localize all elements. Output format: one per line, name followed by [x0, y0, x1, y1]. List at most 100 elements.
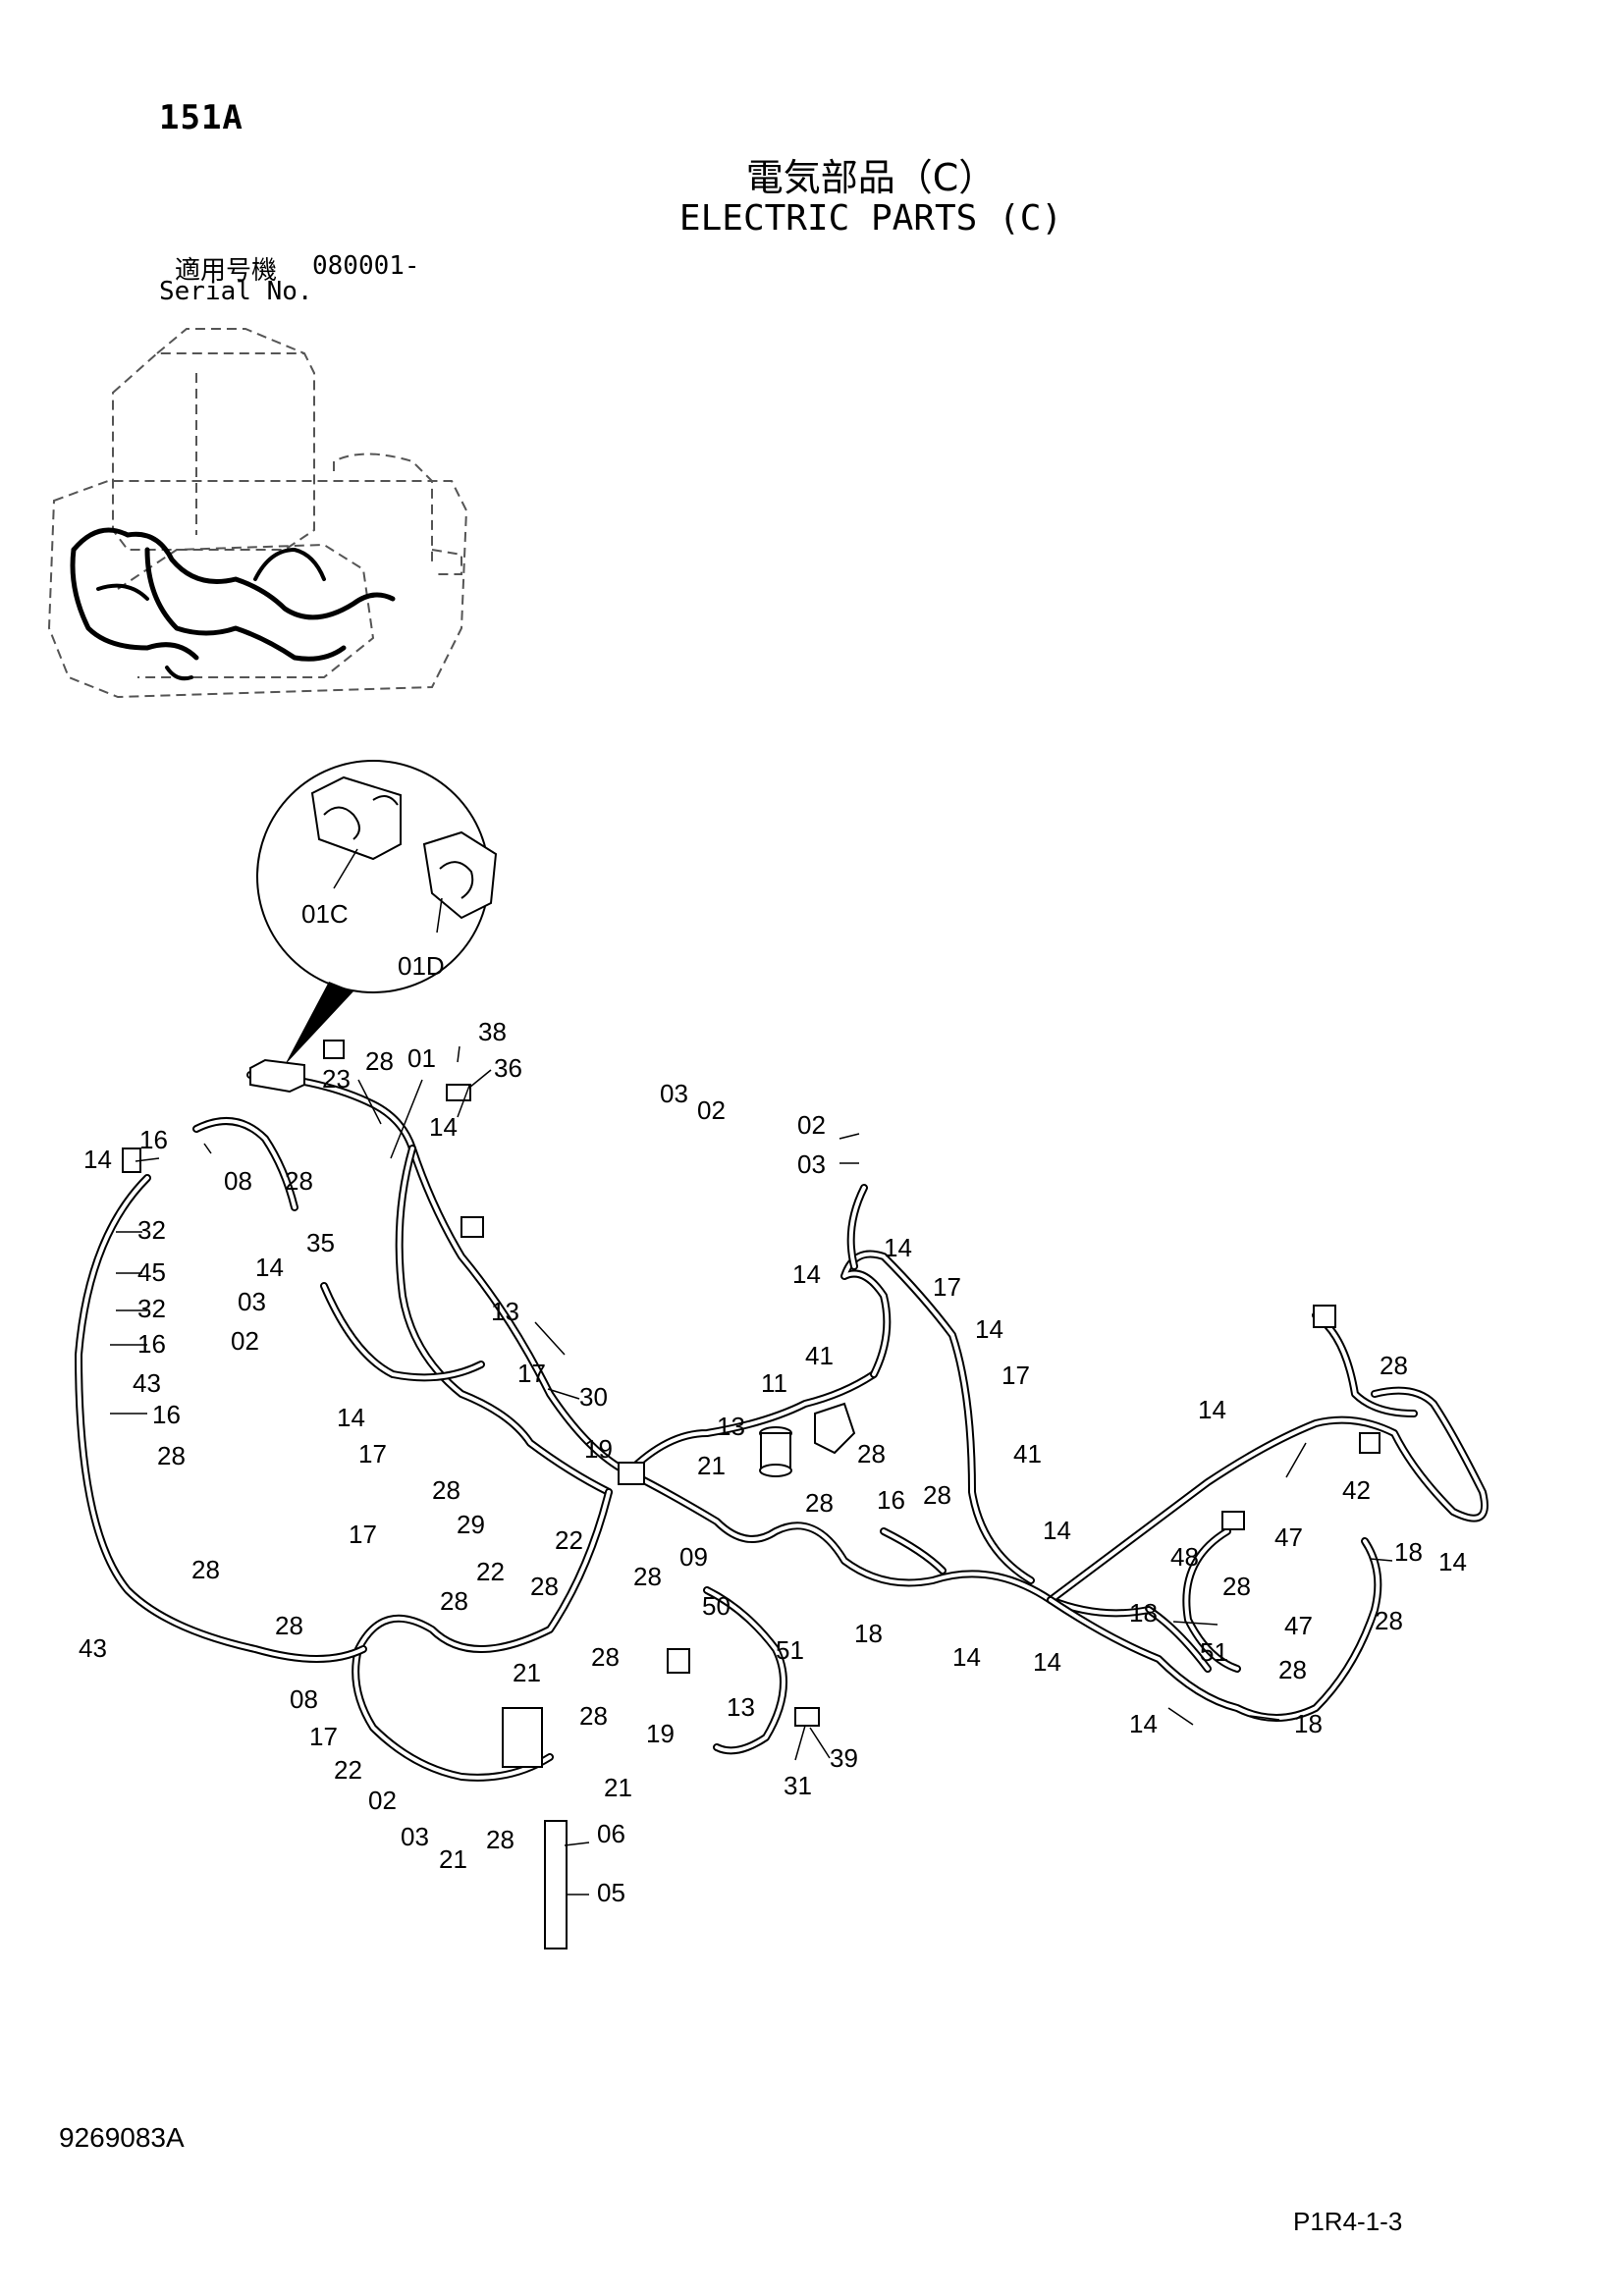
callout-18: 18 — [854, 1619, 883, 1648]
title-japanese: 電気部品（C） — [745, 156, 997, 199]
callout-14: 14 — [255, 1253, 284, 1282]
callout-43: 43 — [133, 1368, 161, 1398]
callout-28: 28 — [432, 1475, 460, 1505]
callout-14: 14 — [1033, 1647, 1061, 1677]
callout-28: 28 — [923, 1480, 951, 1510]
callout-43: 43 — [79, 1633, 107, 1663]
callouts: 01 23 28 38 36 03 02 02 03 14 16 08 28 1… — [79, 1017, 1467, 1907]
callout-28: 28 — [365, 1046, 394, 1076]
callout-17: 17 — [358, 1439, 387, 1468]
callout-23: 23 — [322, 1064, 351, 1094]
callout-03: 03 — [401, 1822, 429, 1851]
callout-50: 50 — [702, 1591, 731, 1621]
serial-label-japanese: 適用号機 — [175, 256, 278, 286]
detail-magnifier — [256, 760, 498, 1065]
callout-17: 17 — [517, 1359, 546, 1388]
drawing-number: 9269083A — [59, 2122, 185, 2153]
title-english: ELECTRIC PARTS (C) — [678, 198, 1063, 239]
callout-11: 11 — [761, 1368, 787, 1398]
callout-47: 47 — [1284, 1611, 1313, 1640]
callout-13: 13 — [717, 1412, 745, 1441]
callout-08: 08 — [224, 1166, 252, 1196]
callout-06: 06 — [597, 1819, 625, 1848]
callout-02: 02 — [368, 1786, 397, 1815]
callout-28: 28 — [285, 1166, 313, 1196]
components — [122, 1040, 1380, 1949]
callout-28: 28 — [857, 1439, 886, 1468]
callout-30: 30 — [579, 1382, 608, 1412]
callout-17: 17 — [1001, 1361, 1030, 1390]
callout-28: 28 — [157, 1441, 186, 1470]
callout-16: 16 — [137, 1329, 166, 1359]
callout-28: 28 — [486, 1825, 514, 1854]
callout-29: 29 — [457, 1510, 485, 1539]
leader-lines — [110, 1045, 1393, 1896]
callout-35: 35 — [306, 1228, 335, 1257]
callout-28: 28 — [633, 1562, 662, 1591]
callout-39: 39 — [830, 1743, 858, 1773]
callout-18: 18 — [1394, 1537, 1423, 1567]
callout-21: 21 — [604, 1773, 632, 1802]
callout-03: 03 — [797, 1149, 826, 1179]
callout-14: 14 — [975, 1314, 1003, 1344]
callout-28: 28 — [1278, 1655, 1307, 1684]
callout-17: 17 — [349, 1520, 377, 1549]
callout-01: 01 — [407, 1043, 436, 1073]
callout-18: 18 — [1129, 1598, 1158, 1628]
callout-03: 03 — [238, 1287, 266, 1316]
callout-32: 32 — [137, 1294, 166, 1323]
callout-14: 14 — [1438, 1547, 1467, 1576]
callout-28: 28 — [275, 1611, 303, 1640]
callout-14: 14 — [1198, 1395, 1226, 1424]
serial-value: 080001- — [312, 251, 420, 281]
callout-42: 42 — [1342, 1475, 1371, 1505]
callout-08: 08 — [290, 1684, 318, 1714]
callout-02: 02 — [697, 1095, 726, 1125]
callout-14: 14 — [337, 1403, 365, 1432]
callout-28: 28 — [805, 1488, 834, 1518]
serial-label-english: Serial No. — [159, 277, 313, 306]
callout-28: 28 — [591, 1642, 620, 1672]
callout-19: 19 — [584, 1434, 613, 1464]
callout-14: 14 — [429, 1112, 458, 1142]
callout-28: 28 — [1375, 1606, 1403, 1635]
callout-02: 02 — [231, 1326, 259, 1356]
callout-32: 32 — [137, 1215, 166, 1245]
callout-22: 22 — [334, 1755, 362, 1785]
callout-19: 19 — [646, 1719, 675, 1748]
callout-28: 28 — [1380, 1351, 1408, 1380]
callout-41: 41 — [1013, 1439, 1042, 1468]
callout-31: 31 — [784, 1771, 812, 1800]
callout-21: 21 — [439, 1844, 467, 1874]
machine-overview — [47, 328, 468, 699]
callout-28: 28 — [579, 1701, 608, 1731]
callout-02: 02 — [797, 1110, 826, 1140]
callout-28: 28 — [191, 1555, 220, 1584]
callout-14: 14 — [1129, 1709, 1158, 1738]
callout-16: 16 — [152, 1400, 181, 1429]
wire-harness — [75, 1071, 1489, 1782]
callout-38: 38 — [478, 1017, 507, 1046]
callout-01C: 01C — [301, 899, 349, 929]
callout-45: 45 — [137, 1257, 166, 1287]
callout-21: 21 — [513, 1658, 541, 1687]
callout-01D: 01D — [398, 951, 445, 981]
callout-14: 14 — [1043, 1516, 1071, 1545]
callout-16: 16 — [139, 1125, 168, 1154]
callout-17: 17 — [933, 1272, 961, 1302]
callout-21: 21 — [697, 1451, 726, 1480]
callout-13: 13 — [491, 1297, 519, 1326]
callout-28: 28 — [530, 1572, 559, 1601]
callout-51: 51 — [1200, 1637, 1228, 1667]
callout-28: 28 — [1222, 1572, 1251, 1601]
callout-22: 22 — [555, 1525, 583, 1555]
callout-36: 36 — [494, 1053, 522, 1083]
callout-03: 03 — [660, 1079, 688, 1108]
page-code: 151A — [159, 98, 244, 137]
callout-17: 17 — [309, 1722, 338, 1751]
callout-18: 18 — [1294, 1709, 1323, 1738]
callout-48: 48 — [1170, 1542, 1199, 1572]
callout-16: 16 — [877, 1485, 905, 1515]
callout-14: 14 — [952, 1642, 981, 1672]
